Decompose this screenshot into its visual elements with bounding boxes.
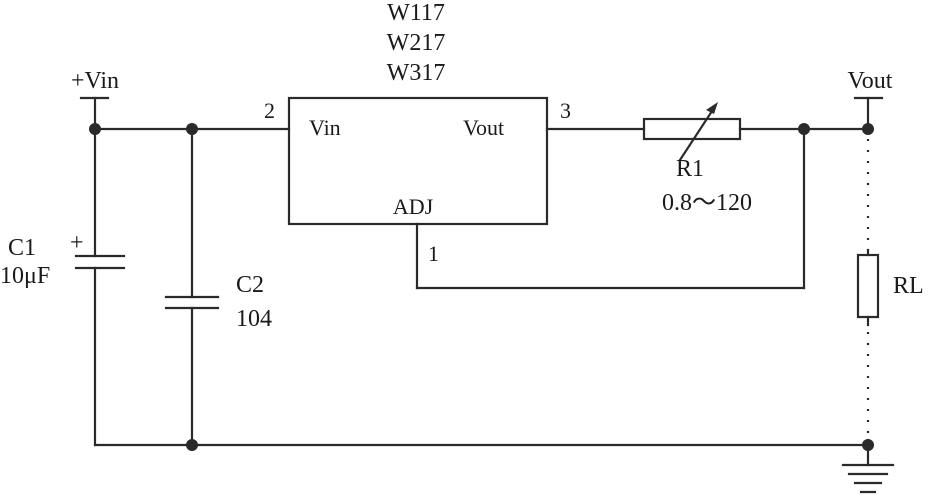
ic-part-number-3: W317 [387,60,446,86]
ic-pin-adj-label: ADJ [393,194,434,219]
c1-name: C1 [8,235,36,261]
junction-dot-c2-top [186,123,198,135]
junction-dot-vin [89,123,101,135]
pin-1-number: 1 [428,241,439,266]
ic-part-number-2: W217 [387,30,446,56]
ic-part-number-1: W117 [387,0,445,26]
junction-dot-ground [862,439,874,451]
junction-dot-adj-return [798,123,810,135]
junction-dot-vout [862,123,874,135]
c2-value: 104 [236,306,272,332]
c2-name: C2 [236,272,264,298]
load-resistor-body [856,253,880,319]
pin-3-number: 3 [560,98,571,123]
pin-2-number: 2 [264,98,275,123]
ic-pin-vout-label: Vout [463,115,504,140]
junction-dot-c2-bottom [186,439,198,451]
output-terminal-label: Vout [848,68,893,94]
c1-polarity: + [70,230,84,256]
load-name: RL [893,273,924,299]
r1-resistor-body [642,117,742,141]
input-terminal-label: +Vin [71,68,119,94]
r1-value: 0.8～120 [662,190,752,216]
r1-variable-arrow [678,106,716,162]
c1-value: 10μF [0,263,50,289]
r1-name: R1 [676,156,704,182]
r1-arrow-head [706,102,718,114]
ic-pin-vin-label: Vin [309,115,341,140]
